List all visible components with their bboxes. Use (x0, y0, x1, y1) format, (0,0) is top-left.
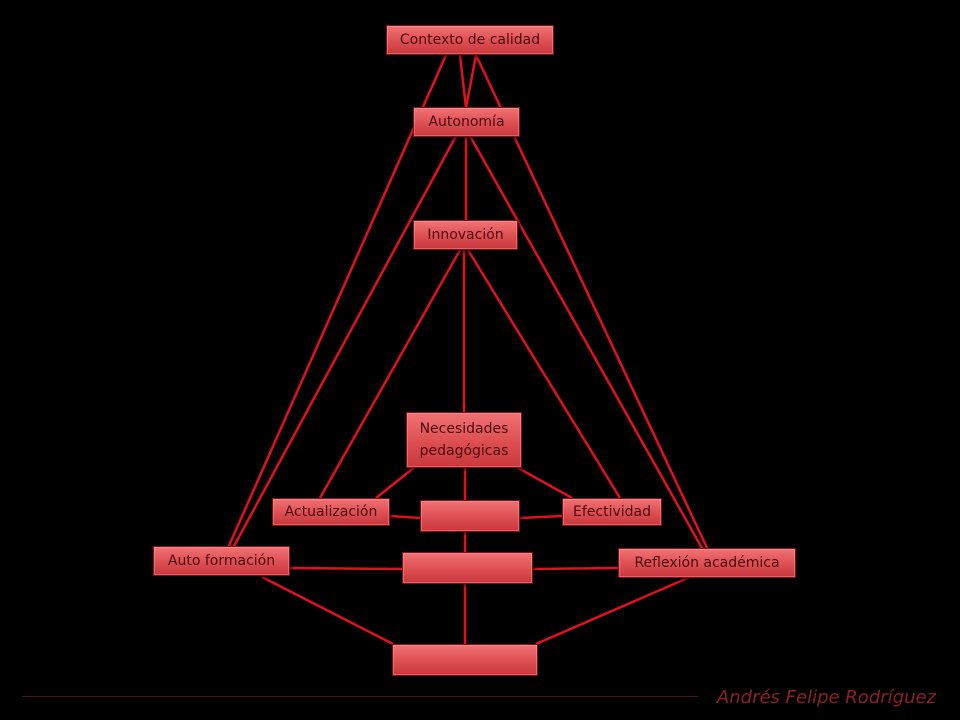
connector-line (261, 575, 394, 646)
node-reflexion-academica[interactable]: Reflexión académica (618, 548, 796, 578)
connector-line (289, 566, 403, 571)
connector-line (464, 54, 478, 109)
node-actualizacion[interactable]: Actualización (272, 498, 390, 526)
connector-line (231, 135, 458, 549)
node-innovacion[interactable]: Innovación (413, 220, 518, 250)
connector-line (226, 54, 448, 549)
author-signature: Andrés Felipe Rodríguez (716, 687, 936, 708)
node-blank-3[interactable] (392, 644, 538, 676)
connector-line (519, 514, 563, 520)
connector-line (458, 54, 468, 109)
connector-line (389, 514, 421, 520)
node-efectividad[interactable]: Efectividad (562, 498, 662, 526)
node-contexto-de-calidad[interactable]: Contexto de calidad (386, 25, 554, 55)
node-blank-2[interactable] (402, 552, 533, 584)
connector-line (532, 566, 619, 571)
node-necesidades-pedagogicas[interactable]: Necesidades pedagógicas (406, 412, 522, 468)
connector-line (318, 249, 462, 499)
node-blank-1[interactable] (420, 500, 520, 532)
footer-divider (22, 696, 698, 697)
connector-line (466, 249, 622, 499)
connector-line (474, 54, 710, 551)
node-auto-formacion[interactable]: Auto formación (153, 546, 290, 576)
connector-line (468, 135, 705, 551)
connector-line (535, 575, 691, 646)
node-autonomia[interactable]: Autonomía (413, 107, 520, 137)
